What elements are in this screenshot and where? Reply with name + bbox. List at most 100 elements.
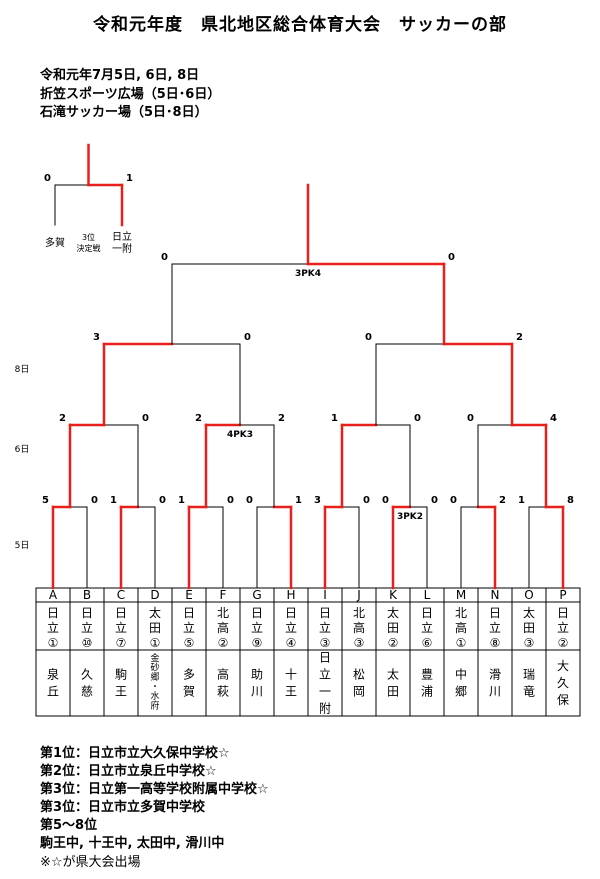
slot-school: 高: [217, 620, 229, 635]
match-score: 3: [314, 495, 321, 506]
venue-1: 折笠スポーツ広場（5日･6日）: [40, 87, 221, 102]
slot-letter: N: [491, 588, 500, 602]
slot-letter: B: [83, 588, 91, 602]
qualification-note: ※☆が県大会出場: [40, 855, 141, 870]
slot-school: 高: [353, 620, 365, 635]
slot-letter: C: [117, 588, 125, 602]
slot-team: 竜: [523, 685, 535, 699]
slot-team: 日: [319, 651, 331, 665]
match-score: 2: [278, 413, 285, 424]
slot-team: 賀: [183, 685, 195, 699]
slot-team: 王: [285, 685, 297, 699]
slot-school: 日: [319, 606, 331, 620]
slot-team: 泉: [47, 668, 59, 682]
result-1st: 第1位：日立市立大久保中学校☆: [40, 746, 230, 761]
slot-school: 日: [557, 606, 569, 620]
slot-letter: H: [286, 588, 295, 602]
slot-team: 久: [81, 668, 93, 682]
match-score: 0: [161, 252, 168, 263]
match-score: 0: [450, 495, 457, 506]
tournament-dates: 令和元年7月5日, 6日, 8日: [40, 68, 200, 83]
day-label-8: 8日: [15, 364, 30, 375]
match-score: 0: [382, 495, 389, 506]
slot-school: 北: [353, 606, 365, 620]
slot-team: 松: [353, 668, 365, 682]
slot-letter: D: [150, 588, 159, 602]
slot-team: 王: [115, 685, 127, 699]
slot-school: 北: [217, 606, 229, 620]
match-score: 0: [159, 495, 166, 506]
match-score: 2: [59, 413, 66, 424]
slot-team: 滑: [489, 668, 501, 682]
third-place-team-right: 日立: [112, 230, 132, 243]
match-score: 5: [42, 495, 49, 506]
pk-result: 3PK4: [295, 269, 321, 279]
slot-team: ・: [150, 683, 159, 693]
slot-team: 豊: [421, 668, 433, 682]
slot-team: 慈: [81, 684, 93, 699]
slot-team: 川: [489, 685, 501, 699]
match-score: 0: [467, 413, 474, 424]
day-label-6: 6日: [15, 444, 30, 455]
slot-school: 立: [115, 620, 127, 635]
slot-team: 川: [251, 685, 263, 699]
slot-school: 日: [251, 606, 263, 620]
slot-school: 立: [319, 620, 331, 635]
slot-letter: M: [456, 588, 466, 602]
slot-team: 多: [183, 668, 195, 682]
slot-school: ③: [524, 636, 535, 650]
slot-team: 瑞: [523, 668, 535, 682]
venue-2: 石滝サッカー場（5日･8日）: [40, 105, 208, 120]
slot-school: 立: [285, 620, 297, 635]
slot-team: 府: [150, 700, 159, 712]
slot-team: 高: [217, 667, 229, 682]
slot-school: 立: [251, 620, 263, 635]
match-score: 1: [331, 413, 338, 424]
match-score: 0: [142, 413, 149, 424]
slot-school: 日: [489, 606, 501, 620]
match-score: 4: [550, 413, 557, 424]
match-score: 0: [227, 495, 234, 506]
slot-team: 保: [557, 693, 569, 707]
match-score: 2: [195, 413, 202, 424]
third-place-caption: 3位: [82, 232, 95, 242]
slot-school: ⑨: [252, 636, 263, 650]
slot-team: 助: [251, 668, 263, 682]
match-score: 0: [246, 495, 253, 506]
slot-team: 久: [557, 676, 569, 690]
third-place-caption: 決定戦: [77, 243, 101, 253]
slot-school: ③: [354, 636, 365, 650]
slot-school: 立: [421, 620, 433, 635]
slot-letter: J: [356, 588, 361, 602]
slot-school: 日: [421, 606, 433, 620]
slot-team: 中: [455, 667, 467, 682]
third-place-team-left: 多賀: [45, 236, 65, 249]
slot-school: 日: [115, 606, 127, 620]
match-score: 0: [414, 413, 421, 424]
slot-school: 太: [387, 605, 399, 620]
result-2nd: 第2位：日立市立泉丘中学校☆: [40, 764, 217, 779]
slot-school: 日: [81, 606, 93, 620]
slot-school: ⑥: [422, 636, 433, 650]
slot-team: 水: [150, 690, 159, 702]
slot-school: 立: [47, 620, 59, 635]
slot-school: 立: [489, 620, 501, 635]
slot-team: 浦: [421, 685, 433, 699]
slot-letter: E: [185, 588, 193, 602]
slot-letter: P: [559, 588, 566, 602]
pk-result: 3PK2: [397, 512, 423, 522]
slot-school: ⑩: [82, 636, 93, 650]
slot-team: 立: [319, 667, 331, 682]
slot-team: 一: [319, 685, 331, 699]
slot-school: ②: [388, 636, 399, 650]
third-place-score: 0: [44, 173, 51, 184]
match-score: 0: [244, 332, 251, 343]
slot-school: ⑧: [490, 636, 501, 650]
slot-school: ⑤: [184, 636, 195, 650]
slot-school: 太: [149, 605, 161, 620]
slot-school: 立: [81, 620, 93, 635]
slot-school: 日: [47, 606, 59, 620]
slot-school: ⑦: [116, 636, 127, 650]
slot-team: 太: [387, 667, 399, 682]
result-3rd-b: 第3位：日立市立多賀中学校: [40, 800, 206, 815]
